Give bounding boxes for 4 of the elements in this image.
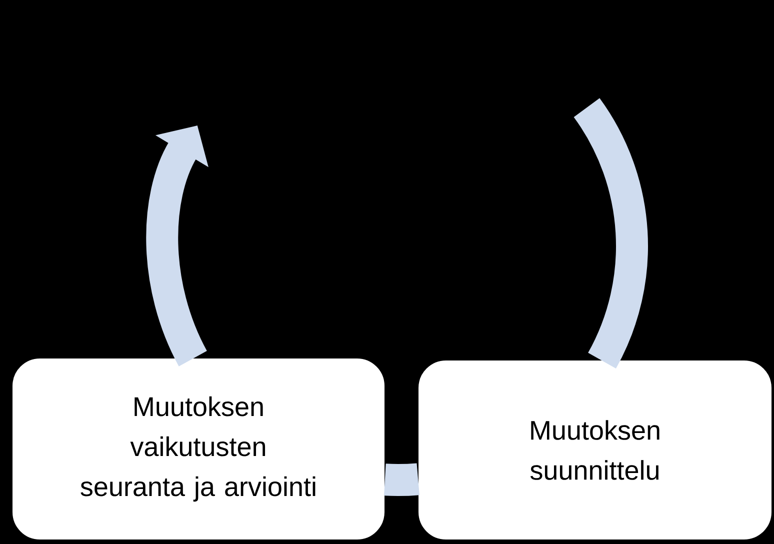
curved-band [573, 98, 648, 368]
process-box: Muutoksen suunnittelu [418, 360, 772, 540]
curved-band [384, 463, 420, 496]
process-box: Muutoksen vaikutusten seuranta ja arviointi [12, 358, 386, 540]
